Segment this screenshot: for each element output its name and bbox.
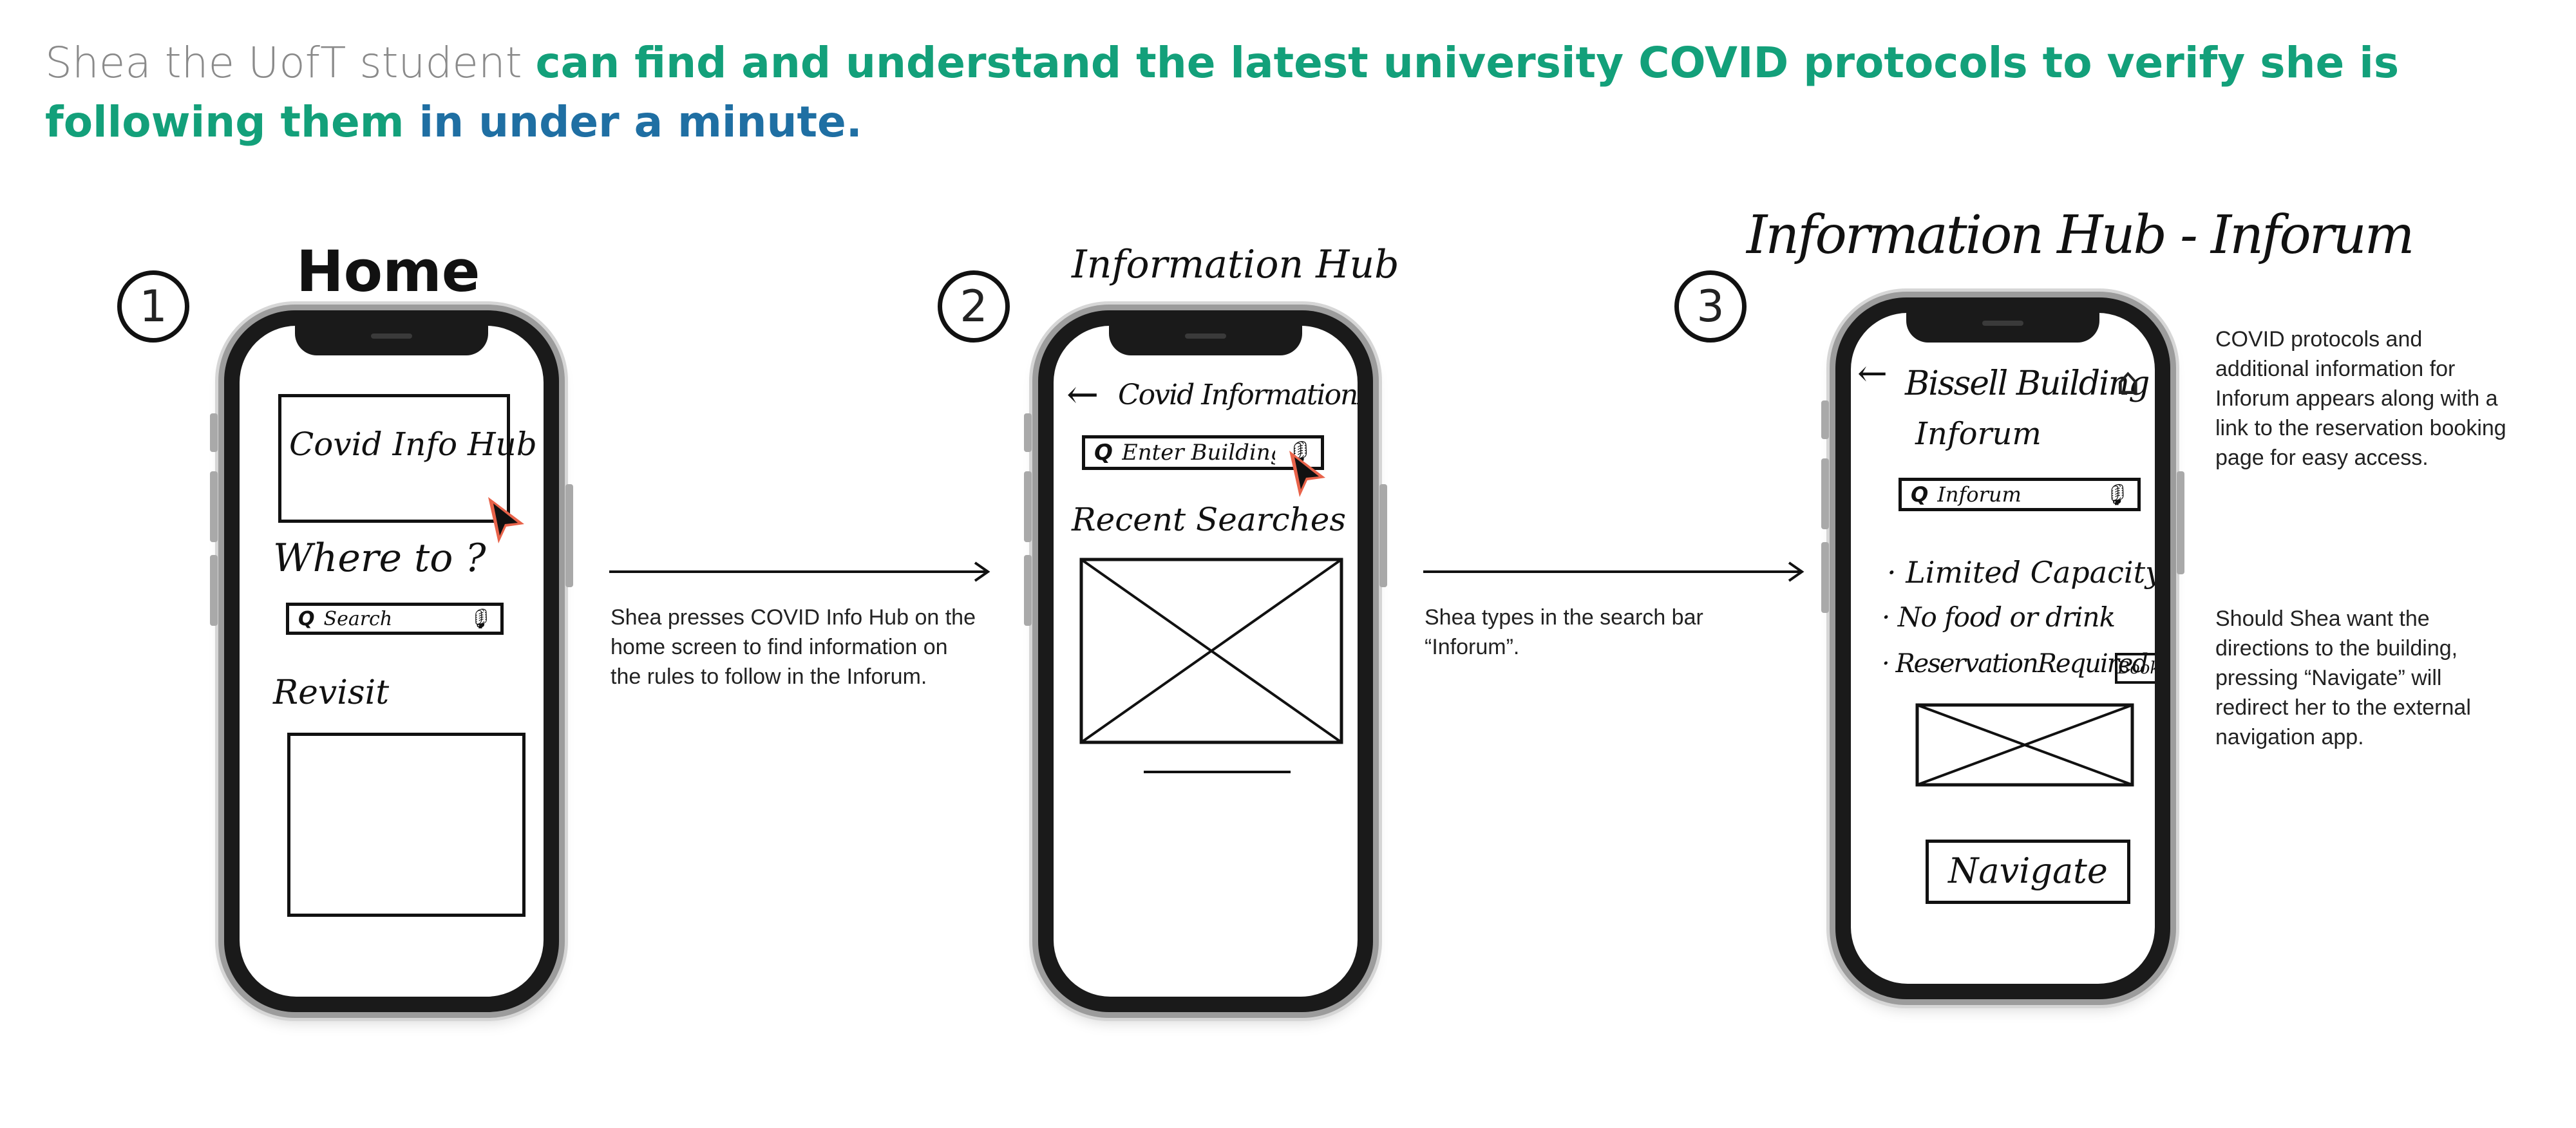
search-icon: Q	[298, 607, 315, 630]
step-3-number: 3	[1674, 270, 1747, 343]
covid-info-hub-label: Covid Info Hub	[289, 426, 537, 463]
protocol-item-3-label: ReservationRequired	[1895, 649, 2148, 679]
building-header: Bissell Building	[1905, 364, 2150, 403]
headline-goal: can find and understand the latest unive…	[45, 38, 2400, 147]
protocol-item-1-label: Limited Capacity	[1906, 555, 2155, 590]
phone-inforum: ← Bissell Building ⌂ Inforum Q Inforum 🎙…	[1821, 297, 2184, 999]
recent-searches-label: Recent Searches	[1072, 501, 1347, 538]
headline-intro: Shea the UofT student	[45, 38, 536, 88]
pointer-cursor-icon	[1289, 451, 1325, 497]
step-2-number: 2	[938, 270, 1010, 343]
headline: Shea the UofT student can find and under…	[45, 33, 2544, 152]
revisit-card[interactable]	[287, 733, 526, 917]
home-screen: Covid Info Hub Where to ? Q Search 🎙 Rev…	[240, 326, 544, 997]
phone-notch	[295, 326, 488, 355]
protocol-item-3: · ReservationRequired	[1882, 649, 2148, 679]
protocol-item-2-label: No food or drink	[1897, 601, 2116, 633]
navigate-button[interactable]: Navigate	[1926, 840, 2130, 904]
protocol-item-1: · Limited Capacity	[1887, 555, 2155, 590]
image-placeholder	[1079, 558, 1343, 744]
back-arrow-icon[interactable]: ←	[1857, 353, 1888, 395]
back-arrow-icon[interactable]: ←	[1066, 372, 1099, 417]
phone-notch	[1109, 326, 1302, 355]
note-protocols: COVID protocols and additional informati…	[2215, 327, 2506, 470]
scroll-indicator	[1144, 771, 1291, 773]
home-search-input[interactable]: Q Search 🎙	[286, 603, 504, 635]
inforum-subheader: Inforum	[1915, 416, 2041, 452]
covid-info-hub-button[interactable]: Covid Info Hub	[278, 394, 537, 523]
search-label: Inforum	[1937, 482, 2022, 507]
step-2-title: Information Hub	[1072, 242, 1399, 287]
microphone-icon[interactable]: 🎙	[2102, 482, 2128, 507]
caption-step-2: Shea types in the search bar “Inforum”.	[1425, 605, 1703, 659]
search-icon: Q	[1094, 440, 1113, 465]
flow-arrow-2	[1423, 561, 1804, 582]
headline-time: in under a minute.	[404, 97, 862, 147]
building-search-input[interactable]: Q Enter Building 🎙	[1082, 435, 1324, 470]
step-1-title: Home	[296, 238, 480, 305]
microphone-icon[interactable]: 🎙	[466, 607, 491, 630]
search-label: Search	[323, 607, 393, 630]
search-icon: Q	[1911, 482, 1929, 507]
note-navigate: Should Shea want the directions to the b…	[2215, 606, 2471, 749]
step-3-title: Information Hub - Inforum	[1747, 205, 2415, 266]
where-to-label: Where to ?	[273, 536, 486, 581]
inforum-screen: ← Bissell Building ⌂ Inforum Q Inforum 🎙…	[1851, 313, 2155, 984]
book-button[interactable]: Book	[2115, 653, 2155, 684]
step-1-number: 1	[117, 270, 189, 343]
revisit-label: Revisit	[273, 673, 390, 712]
flow-arrow-1	[609, 561, 990, 582]
pointer-cursor-icon	[488, 497, 524, 543]
search-label: Enter Building	[1121, 440, 1275, 465]
phone-home: Covid Info Hub Where to ? Q Search 🎙 Rev…	[210, 310, 573, 1012]
home-icon[interactable]: ⌂	[2116, 359, 2140, 403]
protocol-item-2: · No food or drink	[1882, 601, 2116, 633]
phone-notch	[1906, 313, 2099, 343]
inforum-search-input[interactable]: Q Inforum 🎙	[1899, 478, 2141, 511]
caption-step-1: Shea presses COVID Info Hub on the home …	[611, 605, 976, 689]
map-placeholder	[1915, 703, 2134, 787]
